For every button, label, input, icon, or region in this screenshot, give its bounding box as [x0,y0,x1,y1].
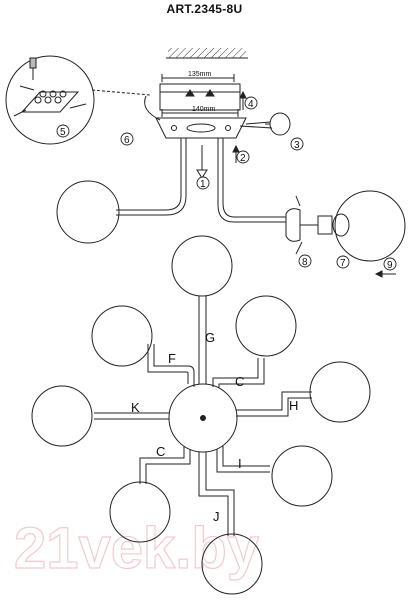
arm-c-upper [212,358,265,388]
label-arm-g: G [205,330,215,345]
label-arm-c-upper: C [235,374,244,389]
arm-i [216,446,270,473]
globe-f [91,305,153,367]
step-marker-9 [383,257,397,271]
center-hub [168,383,238,453]
step-marker-1 [196,176,210,190]
arm-j [198,452,235,536]
dim-width: 135mm [188,71,212,78]
arm-f [147,344,195,387]
step-marker-6 [120,132,134,146]
step-6: 6 [124,135,130,146]
article-title: ART.2345-8U [166,2,243,16]
label-arm-h: H [289,398,298,413]
watermark: 21vek.by [14,516,259,581]
step-marker-4 [244,96,258,110]
connector-detail-inset [5,55,151,145]
globe-top-left [56,180,120,244]
arm-left-top [116,138,182,211]
globe-c-lower [109,481,171,543]
globe-h [309,361,371,423]
ceiling-mount-assembly [116,48,286,223]
label-arm-c-lower: C [156,444,165,459]
step-marker-7 [336,255,350,269]
step-marker-3 [290,137,304,151]
step-arrows [232,90,396,278]
dim-depth: 140mm [192,106,216,113]
step-2: 2 [240,153,246,164]
label-arm-j: J [213,509,220,524]
step-5: 5 [60,127,66,138]
label-arm-i: I [238,456,242,471]
bulb-small-detail [265,112,291,136]
step-4: 4 [248,99,254,110]
step-3: 3 [294,140,300,151]
arm-g [198,296,207,384]
globe-c-upper [235,295,297,357]
step-7: 7 [340,258,346,269]
arm-c-lower [139,446,191,484]
step-marker-5 [56,124,70,138]
step-marker-2 [236,150,250,164]
globe-j [201,533,263,595]
ceiling-hatch [168,48,246,58]
arm-right-top [217,138,286,223]
step-9: 9 [387,260,393,271]
arm-k [94,412,169,420]
globe-g [171,235,233,297]
arm-h [236,391,312,417]
label-arm-f: F [168,351,176,366]
globe-i [271,445,333,507]
front-view-fixture [31,235,371,595]
step-8: 8 [302,257,308,268]
label-arm-k: K [131,400,140,415]
bulb-detail-right [285,190,406,262]
globe-k [31,385,93,447]
step-markers [56,96,397,271]
step-marker-8 [298,254,312,268]
step-1: 1 [200,179,206,190]
